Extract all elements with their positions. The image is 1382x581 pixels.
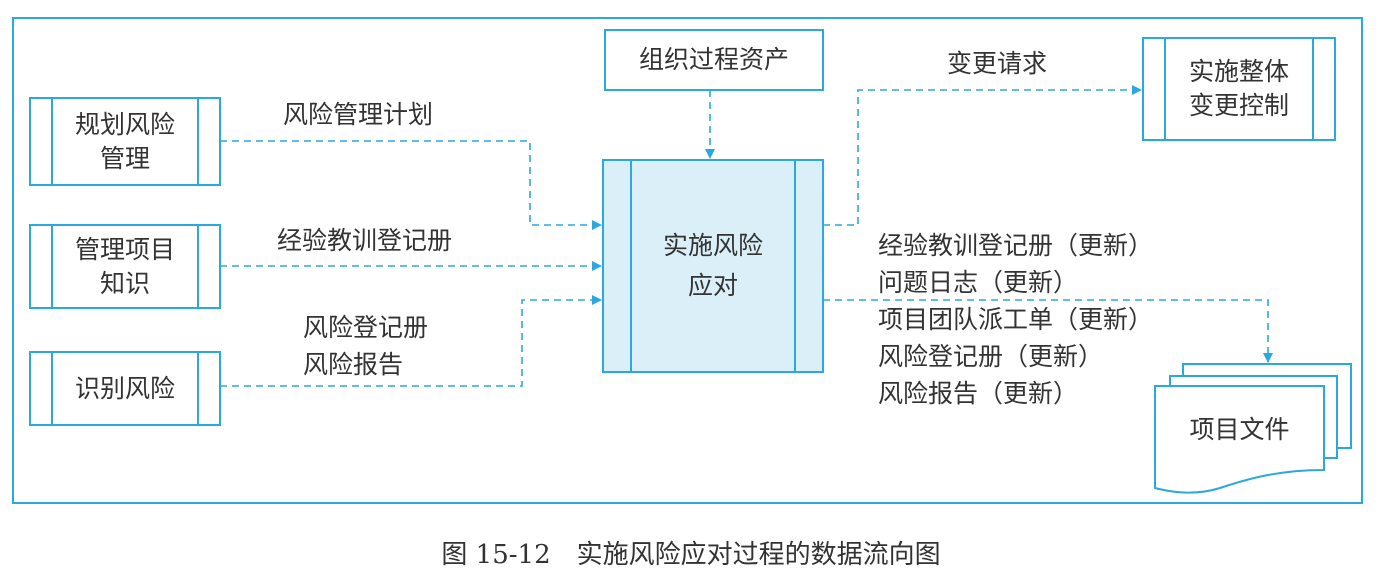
risk-plan-label: 风险管理计划 — [283, 100, 434, 129]
process-plan-risk-label: 规划风险 管理 — [74, 109, 175, 173]
risk-report-label: 风险报告 — [303, 350, 404, 379]
center-process-label: 实施风险 应对 — [662, 231, 763, 300]
update-item: 风险报告（更新） — [878, 379, 1079, 408]
lessons-label: 经验教训登记册 — [277, 226, 453, 255]
update-item: 项目团队派工单（更新） — [878, 305, 1154, 334]
process-manage-knowledge-label: 管理项目 知识 — [74, 234, 175, 298]
process-box-change-control — [1142, 37, 1336, 141]
process-box-identify-risk — [29, 351, 221, 426]
opa-label: 组织过程资产 — [638, 45, 789, 74]
change-request-label: 变更请求 — [947, 49, 1048, 78]
change-control-label: 实施整体 变更控制 — [1188, 57, 1289, 120]
project-documents-label: 项目文件 — [1189, 415, 1290, 444]
update-item: 问题日志（更新） — [878, 268, 1079, 297]
arrow-change-request — [823, 85, 1142, 226]
update-item: 经验教训登记册（更新） — [878, 231, 1154, 260]
arrow-risk-plan — [220, 140, 602, 230]
update-item: 风险登记册（更新） — [878, 342, 1104, 371]
process-identify-risk-label: 识别风险 — [74, 373, 175, 403]
figure-caption: 图 15-12 实施风险应对过程的数据流向图 — [441, 540, 941, 570]
outer-frame — [12, 17, 1363, 504]
center-process-box — [602, 159, 824, 373]
opa-box — [604, 29, 824, 91]
risk-register-label: 风险登记册 — [303, 313, 429, 342]
process-box-plan-risk — [29, 97, 221, 186]
arrow-doc-updates — [823, 299, 1273, 363]
project-documents-icon — [1154, 363, 1352, 494]
arrow-risk-register — [220, 295, 602, 387]
